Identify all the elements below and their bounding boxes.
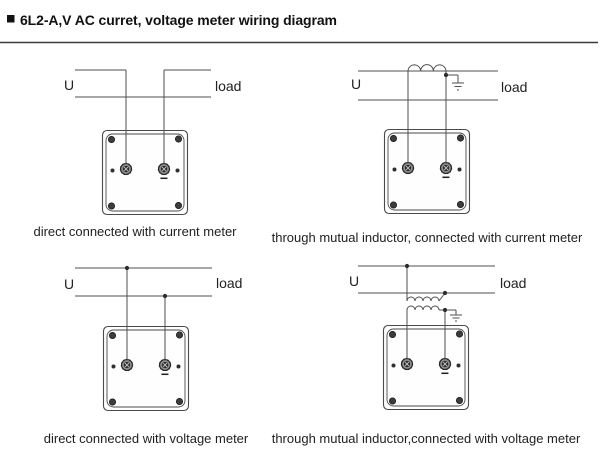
circuit-wires (358, 70, 498, 163)
load-label: load (215, 78, 241, 94)
diagram-inductor-current-meter: U load − through mutual inductor, connec… (272, 64, 583, 245)
transformer-primary-coil-icon (406, 292, 446, 302)
source-label: U (349, 273, 359, 289)
polarity-mark: − (160, 170, 168, 186)
diagram-caption: direct connected with current meter (33, 224, 237, 239)
diagram-caption: direct connected with voltage meter (44, 431, 249, 446)
diagram-direct-voltage-meter: U load − direct connected with voltage m… (44, 265, 249, 446)
load-label: load (501, 79, 527, 95)
polarity-mark: − (442, 169, 450, 185)
diagram-caption: through mutual inductor,connected with v… (272, 431, 581, 446)
page-title: 6L2-A,V AC curret, voltage meter wiring … (20, 12, 337, 28)
source-label: U (64, 77, 74, 93)
junction-dot (442, 307, 448, 313)
circuit-wires (75, 69, 211, 164)
current-transformer-coil-icon (407, 64, 447, 72)
junction-dot (443, 72, 449, 78)
transformer-secondary-coil-icon (406, 305, 446, 359)
source-label: U (351, 76, 361, 92)
load-label: load (216, 275, 242, 291)
current-meter (103, 131, 188, 215)
polarity-mark: − (441, 365, 449, 381)
junction-dot (162, 293, 168, 299)
ground-icon (445, 309, 462, 322)
voltage-meter (384, 326, 469, 410)
junction-dot (442, 290, 448, 296)
diagram-caption: through mutual inductor, connected with … (272, 230, 583, 245)
junction-dot (404, 263, 410, 269)
square-bullet-icon (7, 15, 15, 23)
polarity-mark: − (161, 366, 169, 382)
load-label: load (500, 275, 526, 291)
diagram-inductor-voltage-meter: U load − through mutual inductor,connect… (272, 263, 581, 446)
junction-dot (124, 265, 130, 271)
current-meter (385, 130, 470, 214)
diagram-direct-current-meter: U load − direct connected with current m… (33, 69, 241, 239)
ground-icon (446, 74, 464, 91)
source-label: U (64, 276, 74, 292)
circuit-wires (75, 267, 212, 360)
voltage-meter (104, 327, 189, 411)
circuit-wires (358, 265, 495, 301)
